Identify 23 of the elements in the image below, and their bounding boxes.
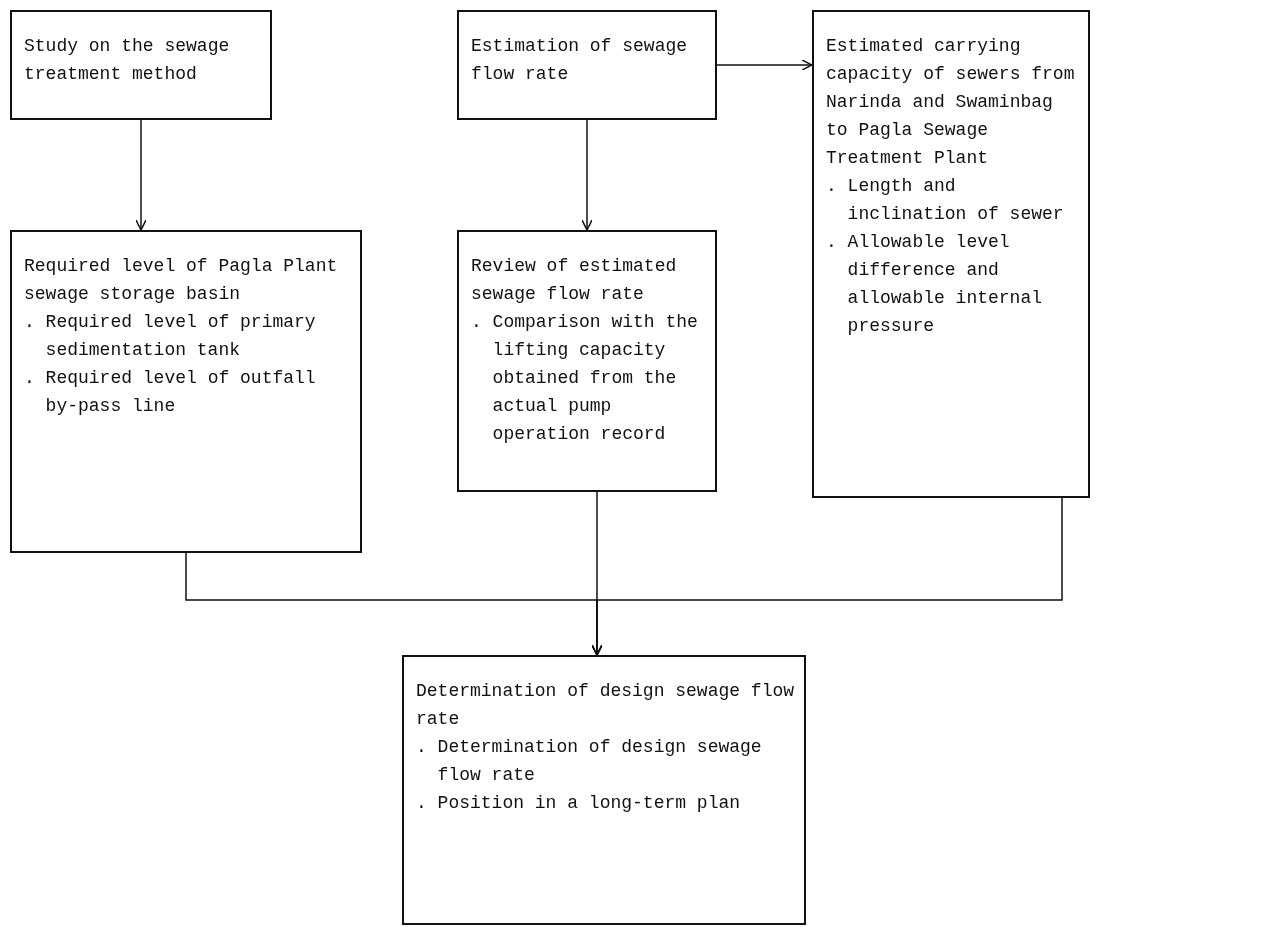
arrow — [581, 119, 593, 231]
bullet-text: . Determination of design sewage flow rate — [416, 736, 763, 787]
box-heading: Required level of Pagla Plant sewage storage basin — [24, 255, 339, 306]
process-box — [10, 10, 272, 120]
box-heading: Estimated carrying capacity of sewers from Narinda and Swaminbag to Pagla Sewage Treatment Plant — [826, 35, 1076, 170]
bullet-text: . Comparison with the lifting capacity obtained from the actual pump operation record — [471, 311, 699, 446]
bullet-text: . Allowable level difference and allowable internal pressure — [826, 231, 1044, 338]
box-heading: Determination of design sewage flow rate — [416, 680, 796, 731]
arrow — [716, 59, 813, 71]
box-heading: Study on the sewage treatment method — [24, 35, 231, 86]
process-box — [402, 655, 806, 925]
process-box — [457, 10, 717, 120]
bullet-text: . Required level of primary sedimentation tank — [24, 311, 317, 362]
process-box — [10, 230, 362, 553]
box-heading: Review of estimated sewage flow rate — [471, 255, 678, 306]
box-heading: Estimation of sewage flow rate — [471, 35, 689, 86]
bullet-text: . Length and inclination of sewer — [826, 175, 1065, 226]
arrow — [135, 119, 147, 231]
process-box — [812, 10, 1090, 498]
process-box — [457, 230, 717, 492]
bullet-text: . Position in a long-term plan — [416, 792, 742, 815]
bullet-text: . Required level of outfall by-pass line — [24, 367, 317, 418]
arrow — [591, 497, 1063, 656]
